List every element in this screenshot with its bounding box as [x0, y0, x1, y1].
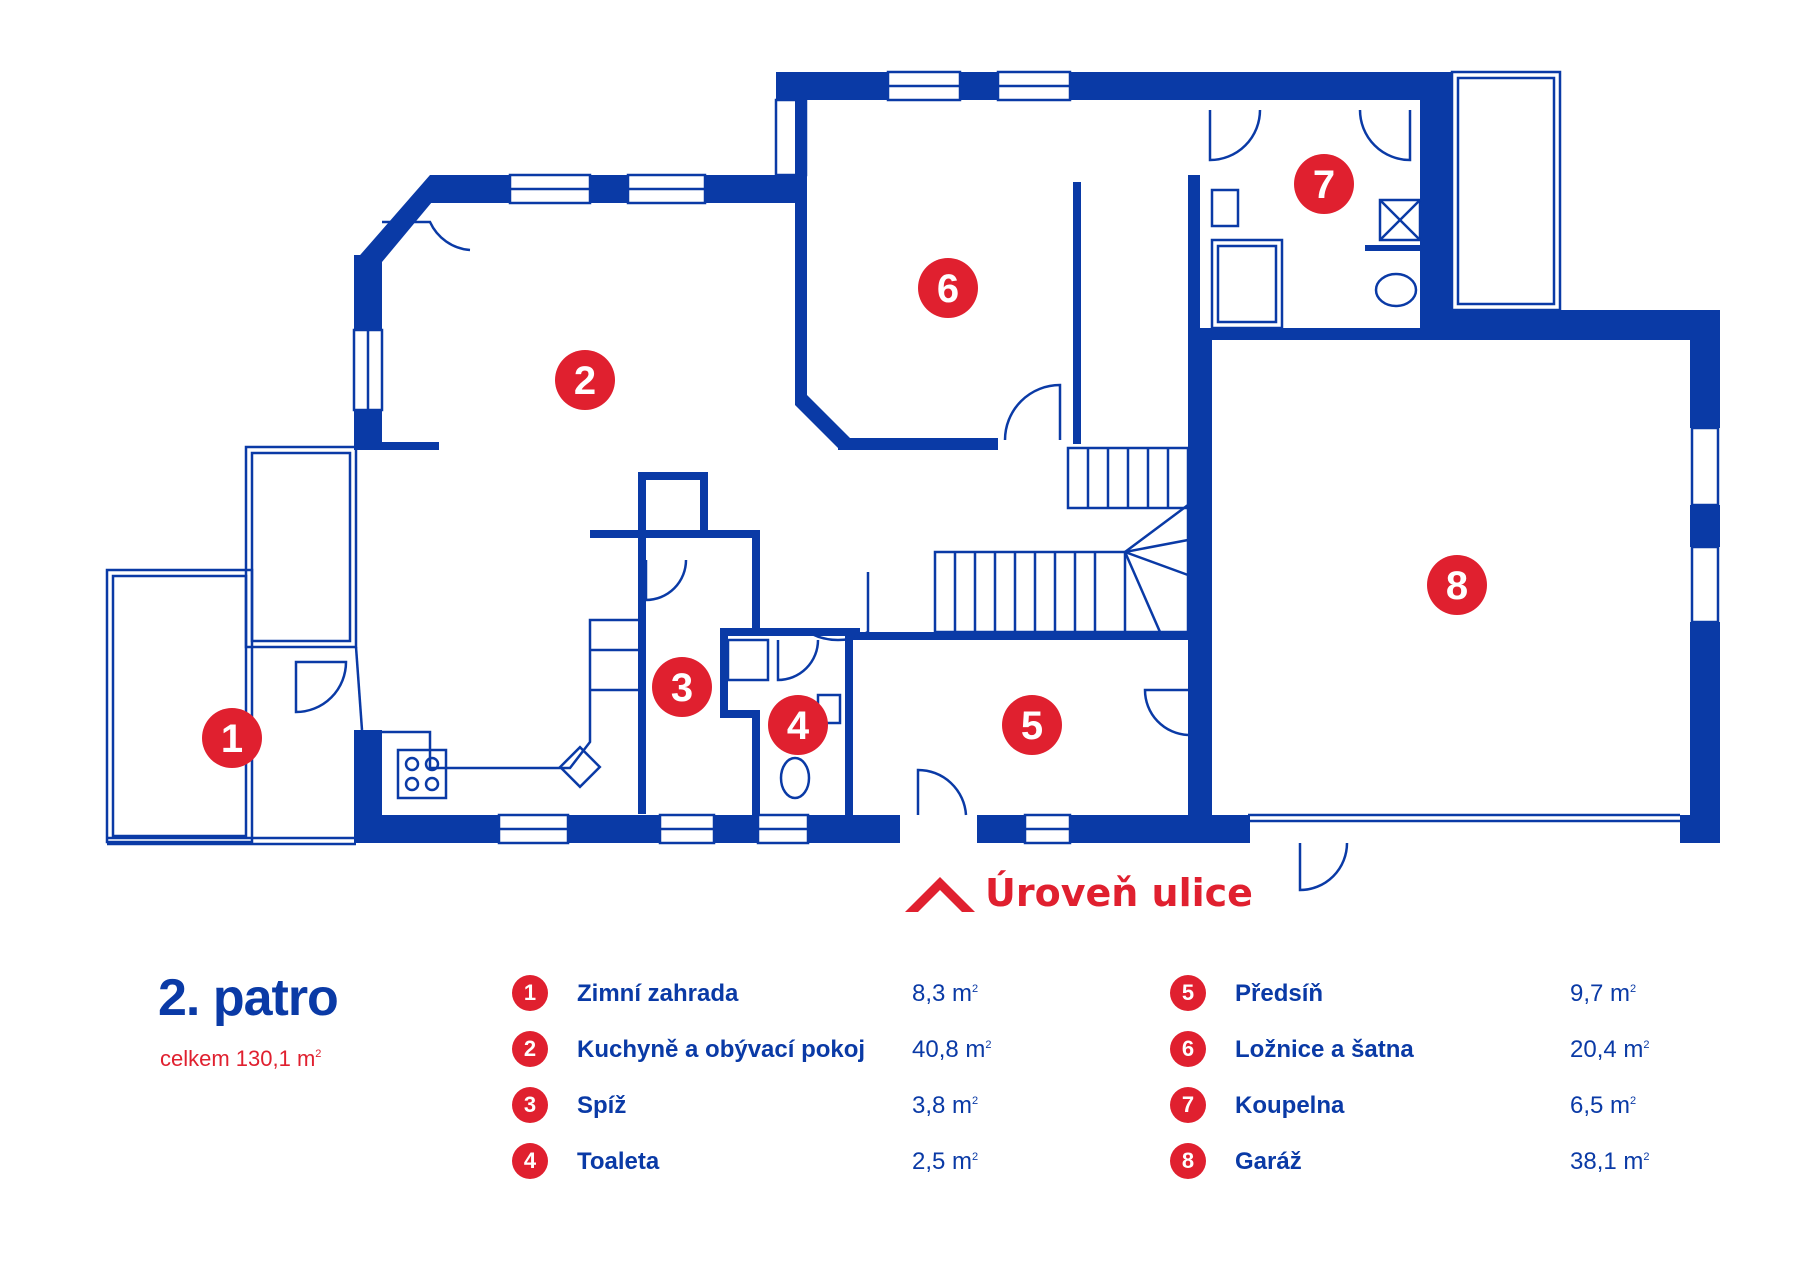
- legend-badge: 4: [512, 1143, 548, 1179]
- doors: [294, 109, 1412, 892]
- room-area: 20,4 m2: [1570, 1036, 1650, 1063]
- room-area: 9,7 m2: [1570, 980, 1637, 1007]
- room-badge-7: 7: [1294, 154, 1354, 214]
- room-name: Kuchyně a obývací pokoj: [577, 1036, 866, 1063]
- legend-badge: 2: [512, 1031, 548, 1067]
- room-area: 40,8 m2: [912, 1036, 992, 1063]
- room-area: 2,5 m2: [912, 1148, 979, 1175]
- svg-text:3: 3: [671, 666, 693, 710]
- exterior-walls: [354, 70, 1720, 843]
- room-area: 38,1 m2: [1570, 1148, 1650, 1175]
- room-name: Garáž: [1235, 1148, 1302, 1175]
- svg-text:2: 2: [574, 359, 596, 403]
- svg-text:8: 8: [1446, 564, 1468, 608]
- floor-title: 2. patro: [158, 969, 339, 1027]
- floor-total-area: celkem 130,1 m2: [160, 1046, 322, 1071]
- legend-badge: 1: [512, 975, 548, 1011]
- room-name: Ložnice a šatna: [1235, 1036, 1414, 1063]
- legend-badge: 6: [1170, 1031, 1206, 1067]
- kitchen-counter: [382, 618, 638, 800]
- stair-treads: [953, 448, 1189, 633]
- room-badges: 1 2 3 4 5 6 7 8: [202, 154, 1487, 768]
- legend-badge: 7: [1170, 1087, 1206, 1123]
- svg-text:7: 7: [1313, 163, 1335, 207]
- room-name: Spíž: [577, 1092, 627, 1119]
- svg-text:5: 5: [1021, 704, 1043, 748]
- room-name: Zimní zahrada: [577, 980, 739, 1007]
- room-badge-3: 3: [652, 657, 712, 717]
- svg-text:1: 1: [221, 717, 243, 761]
- room-area: 3,8 m2: [912, 1092, 979, 1119]
- room-name: Toaleta: [577, 1148, 660, 1175]
- legend-badge: 8: [1170, 1143, 1206, 1179]
- interior-walls: [590, 446, 1200, 815]
- bathroom-fixtures: [726, 188, 1422, 800]
- top-windows: [352, 70, 1072, 412]
- street-level-marker: Úroveň ulice: [905, 871, 1253, 915]
- svg-text:4: 4: [787, 704, 810, 748]
- room-area: 6,5 m2: [1570, 1092, 1637, 1119]
- winter-garden-glazing: [105, 445, 364, 846]
- street-level-label: Úroveň ulice: [985, 871, 1253, 915]
- legend-badge: 5: [1170, 975, 1206, 1011]
- room-badge-1: 1: [202, 708, 262, 768]
- room-area: 8,3 m2: [912, 980, 979, 1007]
- room-badge-6: 6: [918, 258, 978, 318]
- street-level-arrow-icon: [905, 877, 975, 912]
- room-badge-4: 4: [768, 695, 828, 755]
- room-name: Koupelna: [1235, 1092, 1345, 1119]
- room-badge-2: 2: [555, 350, 615, 410]
- legend-badge: 3: [512, 1087, 548, 1123]
- room-badge-8: 8: [1427, 555, 1487, 615]
- room-name: Předsíň: [1235, 980, 1324, 1007]
- room-badge-5: 5: [1002, 695, 1062, 755]
- svg-text:6: 6: [937, 267, 959, 311]
- bottom-windows: [497, 813, 1680, 845]
